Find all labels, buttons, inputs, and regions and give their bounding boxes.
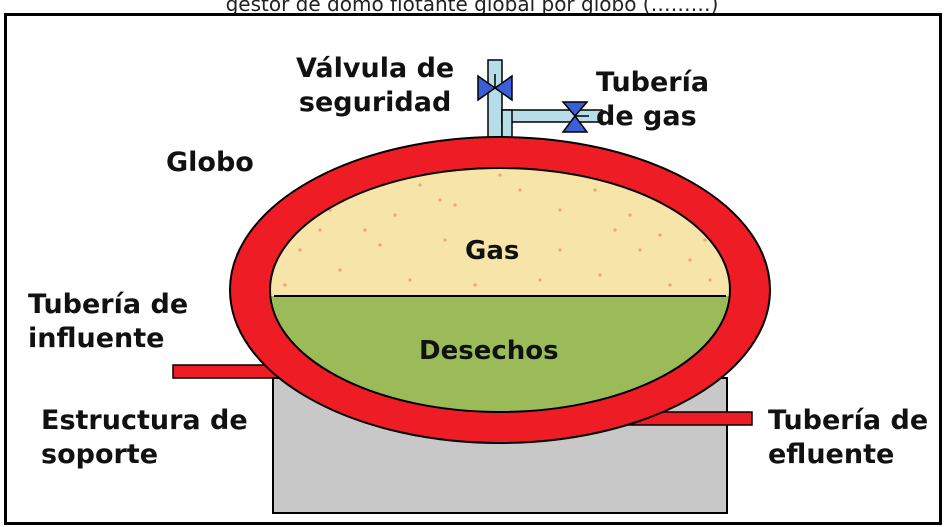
- label-gas: Gas: [465, 236, 520, 266]
- label-safety-valve: Válvula de seguridad: [296, 52, 454, 120]
- label-influent-pipe: Tubería de influente: [28, 288, 188, 356]
- label-balloon: Globo: [166, 147, 254, 178]
- label-influent-pipe-line2: influente: [28, 323, 165, 354]
- safety-valve-icon: [477, 74, 513, 102]
- label-gas-pipe-line2: de gas: [596, 101, 697, 132]
- label-effluent-pipe: Tubería de efluente: [768, 404, 928, 472]
- label-safety-valve-line1: Válvula de: [296, 53, 455, 84]
- label-effluent-pipe-line1: Tubería de: [768, 405, 929, 436]
- label-support-line2: soporte: [41, 439, 159, 470]
- balloon-inner-outline: [269, 167, 731, 413]
- label-effluent-pipe-line2: efluente: [768, 439, 895, 470]
- label-influent-pipe-line1: Tubería de: [28, 289, 189, 320]
- figure-caption: gestor de domo flotante global por globo…: [225, 0, 719, 16]
- label-waste: Desechos: [419, 336, 559, 366]
- label-safety-valve-line2: seguridad: [298, 87, 452, 118]
- label-gas-pipe-line1: Tubería: [596, 67, 710, 98]
- label-gas-pipe: Tubería de gas: [596, 66, 709, 134]
- gas-valve-icon: [561, 101, 589, 133]
- label-support-structure: Estructura de soporte: [41, 404, 248, 472]
- label-support-line1: Estructura de: [41, 405, 248, 436]
